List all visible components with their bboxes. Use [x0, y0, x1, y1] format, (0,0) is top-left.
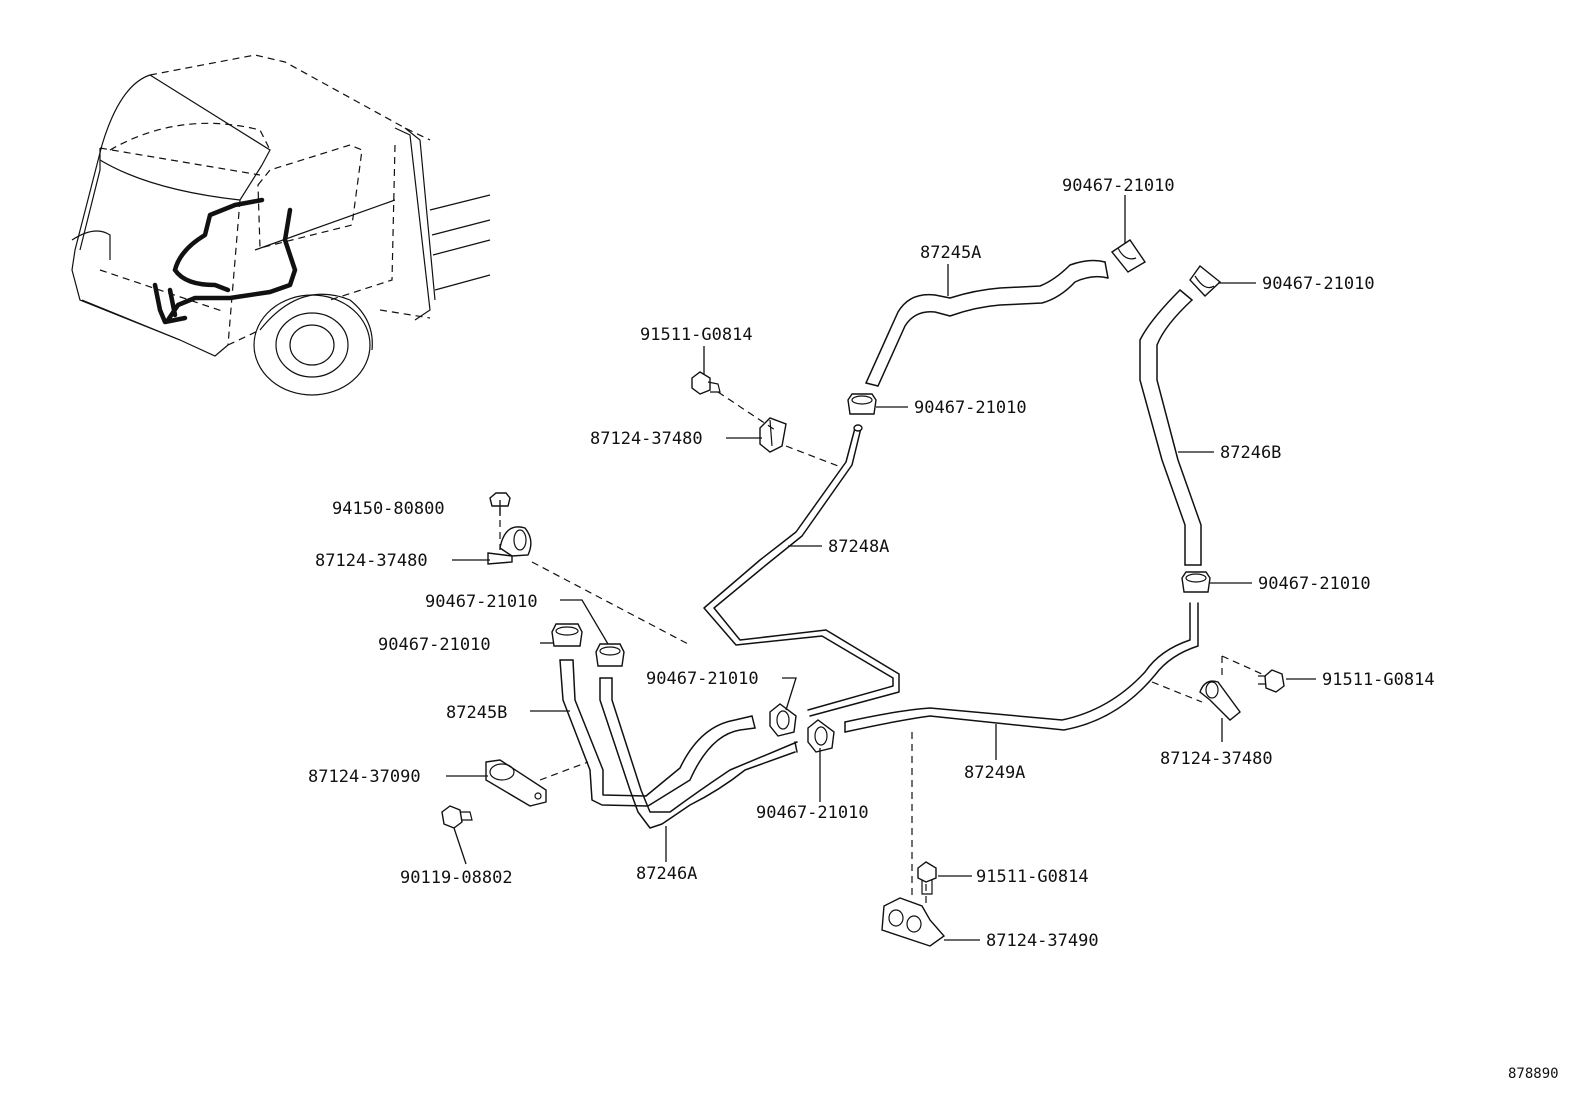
bolt-90119: [441, 805, 473, 829]
hose-clamp-mid: [847, 393, 877, 415]
label-cl-upper: 87124-37480: [590, 429, 703, 449]
hose-87246b: [1139, 289, 1202, 566]
bolt-upper: [691, 371, 721, 395]
label-b-upper: 91511-G0814: [640, 325, 753, 345]
nut-94150: [489, 492, 511, 507]
label-n-94150: 94150-80800: [332, 499, 445, 519]
hose-87245b-87246a: [559, 659, 798, 829]
hose-87245a-upper: [865, 259, 1109, 387]
label-87246b: 87246B: [1220, 443, 1281, 463]
figure-code: 878890: [1508, 1066, 1559, 1082]
clamp-87124-37480-upper: [759, 417, 787, 453]
label-c-lower: 90467-21010: [756, 803, 869, 823]
clamp-87124-37490: [881, 897, 946, 947]
label-c-top: 90467-21010: [1062, 176, 1175, 196]
label-c-left-a: 90467-21010: [425, 592, 538, 612]
label-b-right: 91511-G0814: [1322, 670, 1435, 690]
label-b-90119: 90119-08802: [400, 868, 513, 888]
tube-87248a: [703, 424, 900, 717]
hose-clamp-left-a: [551, 623, 583, 647]
label-87245a-top: 87245A: [920, 243, 981, 263]
label-87246a: 87246A: [636, 864, 697, 884]
label-c-right-top: 90467-21010: [1262, 274, 1375, 294]
leader-lines: [446, 195, 1316, 941]
label-87249a: 87249A: [964, 763, 1025, 783]
assembly-lines: [499, 391, 1263, 906]
label-cl-37490: 87124-37490: [986, 931, 1099, 951]
label-87248a: 87248A: [828, 537, 889, 557]
clamp-87124-37480-right: [1199, 680, 1241, 721]
hose-clamp-right-mid: [1181, 571, 1211, 593]
hose-clamp-right-top: [1189, 264, 1222, 297]
part-labels: 90467-21010 87245A 90467-21010 91511-G08…: [308, 176, 1435, 951]
hose-clamp-left-b: [595, 643, 625, 667]
label-cl-right: 87124-37480: [1160, 749, 1273, 769]
label-87245b: 87245B: [446, 703, 507, 723]
hose-87249a: [844, 602, 1199, 733]
bolt-lower: [917, 861, 937, 895]
label-cl-left: 87124-37480: [315, 551, 428, 571]
hose-clamp-top: [1110, 239, 1146, 273]
label-c-left-b: 90467-21010: [378, 635, 491, 655]
hose-clamp-lower: [807, 719, 835, 753]
label-b-lower: 91511-G0814: [976, 867, 1089, 887]
clamp-87124-37090: [485, 759, 547, 807]
label-c-right-mid: 90467-21010: [1258, 574, 1371, 594]
bolt-right: [1258, 669, 1285, 693]
clamp-87124-37480-left: [487, 526, 532, 565]
truck-locator-illustration: [71, 54, 491, 396]
label-c-center: 90467-21010: [646, 669, 759, 689]
label-c-mid: 90467-21010: [914, 398, 1027, 418]
label-cl-37090: 87124-37090: [308, 767, 421, 787]
hose-clamp-center: [769, 703, 797, 737]
